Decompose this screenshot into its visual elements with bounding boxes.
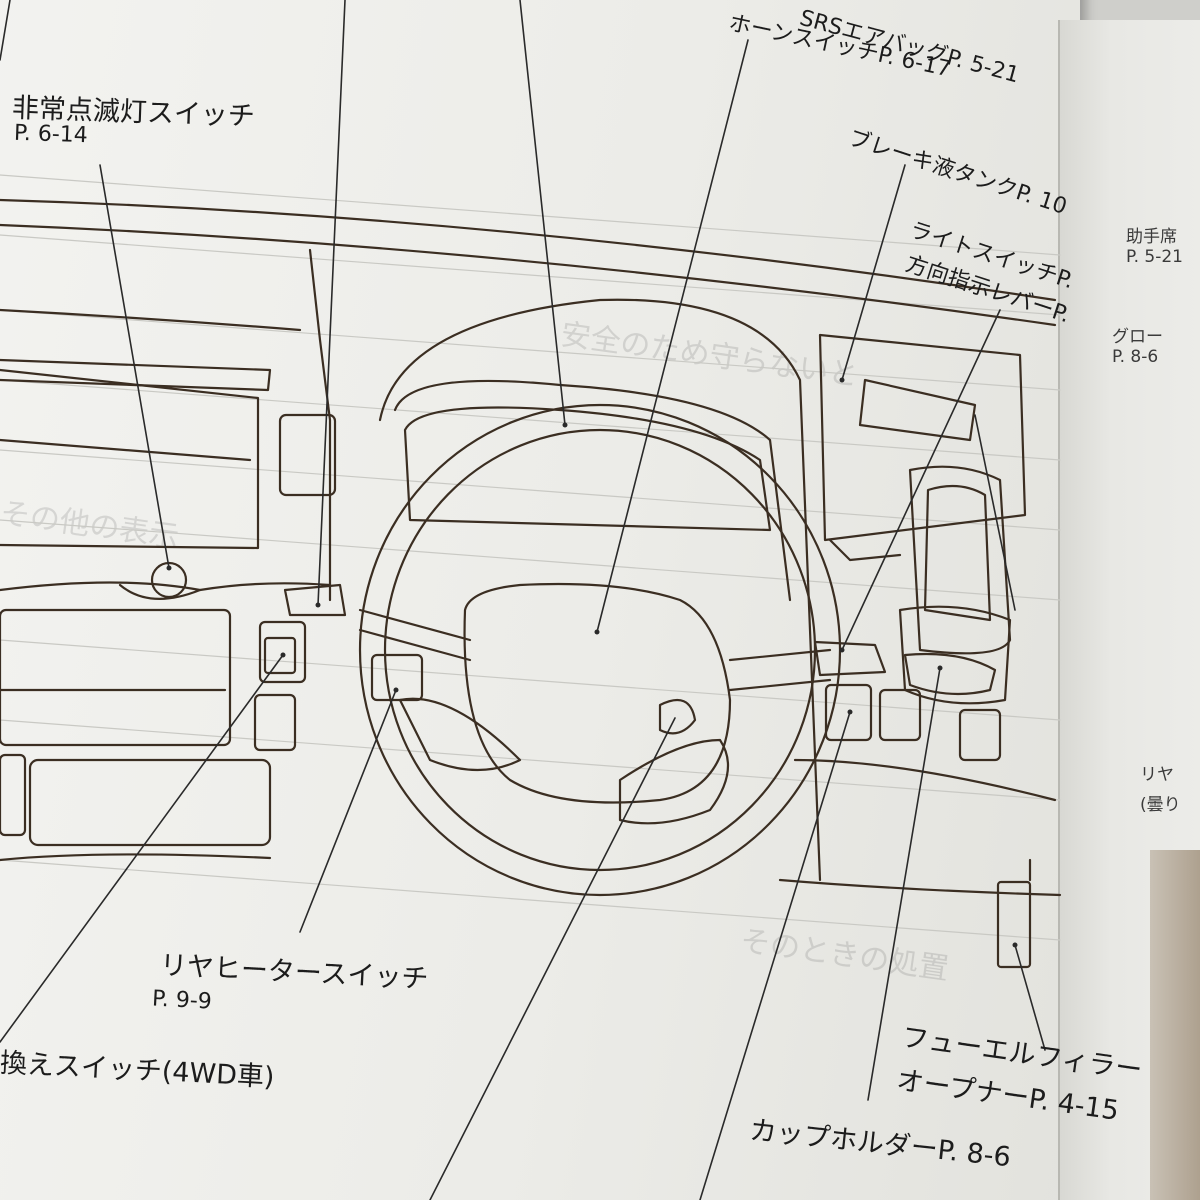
side-rear: リヤ [1140, 760, 1174, 785]
leader-lines [0, 0, 1045, 1200]
vent-left [280, 415, 335, 495]
left-stalk [285, 585, 345, 615]
rear-heater-ref: P. 9-9 [151, 986, 212, 1014]
cluster-hood [380, 300, 820, 880]
side-passenger-ref: P. 5-21 [1126, 247, 1183, 267]
right-stalk [815, 642, 885, 675]
side-passenger: 助手席 [1126, 222, 1177, 247]
hazard-switch-ref: P. 6-14 [14, 121, 89, 149]
rear-heater-switch-drawing [372, 655, 422, 700]
key-cylinder [660, 700, 695, 733]
meter-panel [405, 408, 770, 531]
side-rear-sub: (曇り [1140, 790, 1181, 815]
steering-hub [465, 584, 730, 803]
side-glove: グロー [1112, 322, 1163, 347]
side-glove-ref: P. 8-6 [1112, 347, 1158, 367]
cup-holder-drawing [905, 654, 995, 694]
